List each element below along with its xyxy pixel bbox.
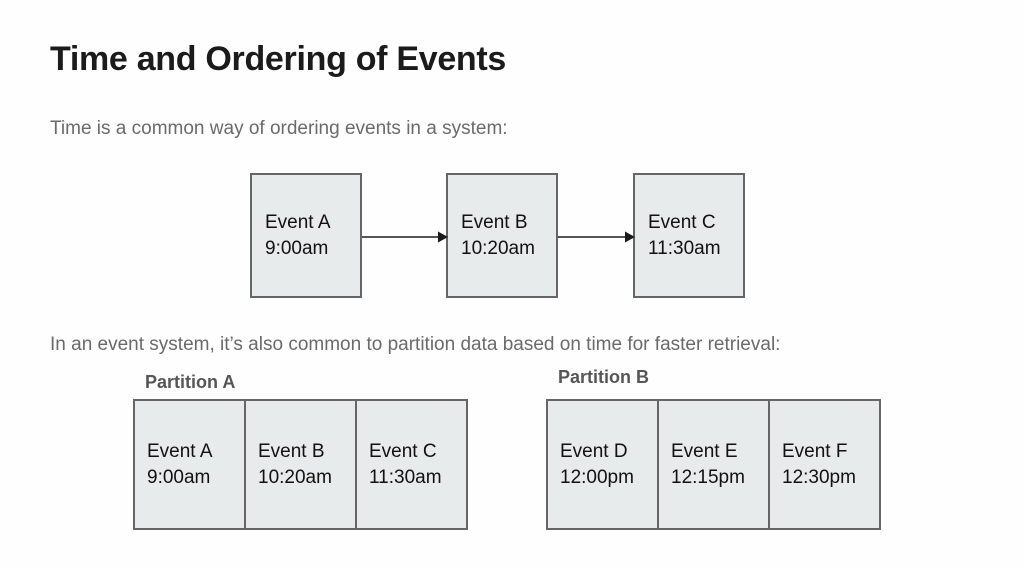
partition-b-cell-1-text: Event D 12:00pm [560,438,634,490]
event-box-b-text: Event B 10:20am [461,209,535,261]
partition-b-cell-2: Event E 12:15pm [659,401,770,528]
partition-b-cell-3-time: 12:30pm [782,466,856,488]
intro-text-ordering: Time is a common way of ordering events … [50,118,508,139]
event-box-b-time: 10:20am [461,237,535,259]
event-box-c-time: 11:30am [648,237,721,259]
partition-a-cell-3-name: Event C [369,440,437,462]
arrow-right-icon-b-to-c [558,230,635,244]
partition-a-cell-2-time: 10:20am [258,466,332,488]
partition-a-cell-2: Event B 10:20am [246,401,357,528]
event-box-b-name: Event B [461,211,528,233]
event-box-c-name: Event C [648,211,716,233]
partition-b-cell-3-name: Event F [782,440,848,462]
event-box-a-name: Event A [265,211,331,233]
partition-a-label: Partition A [145,372,236,392]
partition-b-cell-1-time: 12:00pm [560,466,634,488]
partition-b-cell-2-time: 12:15pm [671,466,745,488]
intro-text-partitioning: In an event system, it’s also common to … [50,334,781,355]
partition-a-cell-1-text: Event A 9:00am [147,438,213,490]
partition-a-cell-3-time: 11:30am [369,466,442,488]
event-box-a-time: 9:00am [265,237,329,259]
partition-a-cell-2-text: Event B 10:20am [258,438,332,490]
partition-a-table: Event A 9:00am Event B 10:20am Event C 1… [133,399,468,530]
partition-b-label: Partition B [558,367,650,387]
partition-b-cell-3-text: Event F 12:30pm [782,438,856,490]
partition-a-cell-1-name: Event A [147,440,213,462]
event-box-a-text: Event A 9:00am [265,209,331,261]
page-title: Time and Ordering of Events [50,40,507,78]
partition-b-cell-2-text: Event E 12:15pm [671,438,745,490]
partition-a-cell-1-time: 9:00am [147,466,211,488]
partition-b-cell-1: Event D 12:00pm [548,401,659,528]
event-box-c: Event C 11:30am [633,173,745,298]
event-box-a: Event A 9:00am [250,173,362,298]
partition-b-cell-1-name: Event D [560,440,628,462]
partition-a-cell-3: Event C 11:30am [357,401,466,528]
partition-b-cell-3: Event F 12:30pm [770,401,879,528]
partition-a-cell-1: Event A 9:00am [135,401,246,528]
event-box-c-text: Event C 11:30am [648,209,721,261]
event-box-b: Event B 10:20am [446,173,558,298]
partition-b-cell-2-name: Event E [671,440,738,462]
partition-a-cell-3-text: Event C 11:30am [369,438,442,490]
partition-b-table: Event D 12:00pm Event E 12:15pm Event F … [546,399,881,530]
partition-a-cell-2-name: Event B [258,440,325,462]
arrow-right-icon-a-to-b [362,230,448,244]
